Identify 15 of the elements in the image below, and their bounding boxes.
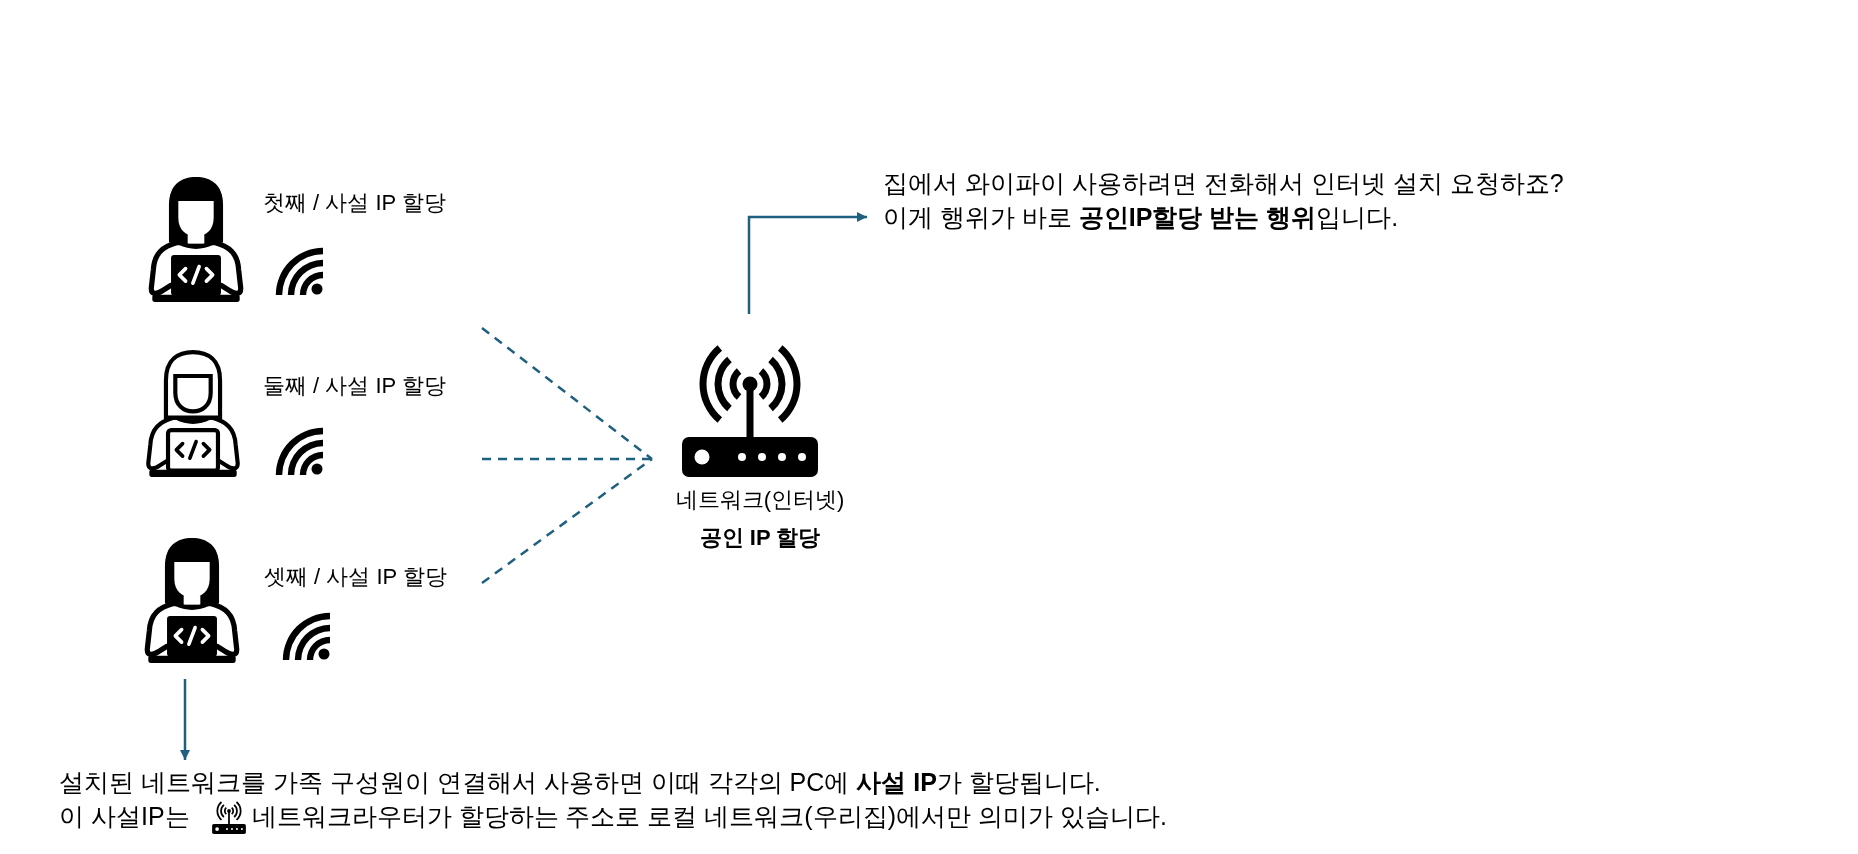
arrow bbox=[180, 679, 190, 760]
dashed-connector bbox=[482, 457, 652, 461]
dashed-connector bbox=[481, 327, 653, 460]
arrow bbox=[747, 212, 867, 314]
user-ip-label: 셋째 / 사설 IP 할당 bbox=[264, 563, 447, 591]
explanation-text: 이게 행위가 바로 공인IP할당 받는 행위입니다. bbox=[883, 202, 1399, 234]
explanation-text: 네트워크라우터가 할당하는 주소로 로컬 네트워크(우리집)에서만 의미가 있습니다. bbox=[251, 801, 1167, 833]
dashed-connector bbox=[481, 458, 653, 584]
user-ip-label: 첫째 / 사설 IP 할당 bbox=[263, 189, 446, 217]
explanation-text: 집에서 와이파이 사용하려면 전화해서 인터넷 설치 요청하죠? bbox=[883, 168, 1564, 200]
explanation-text: 이 사설IP는 bbox=[59, 801, 190, 833]
router-caption: 네트워크(인터넷) bbox=[675, 486, 845, 514]
user-ip-label: 둘째 / 사설 IP 할당 bbox=[263, 372, 446, 400]
explanation-text: 설치된 네트워크를 가족 구성원이 연결해서 사용하면 이때 각각의 PC에 사설 IP가 할당됩니다. bbox=[59, 767, 1101, 799]
router-caption: 공인 IP 할당 bbox=[699, 524, 821, 552]
